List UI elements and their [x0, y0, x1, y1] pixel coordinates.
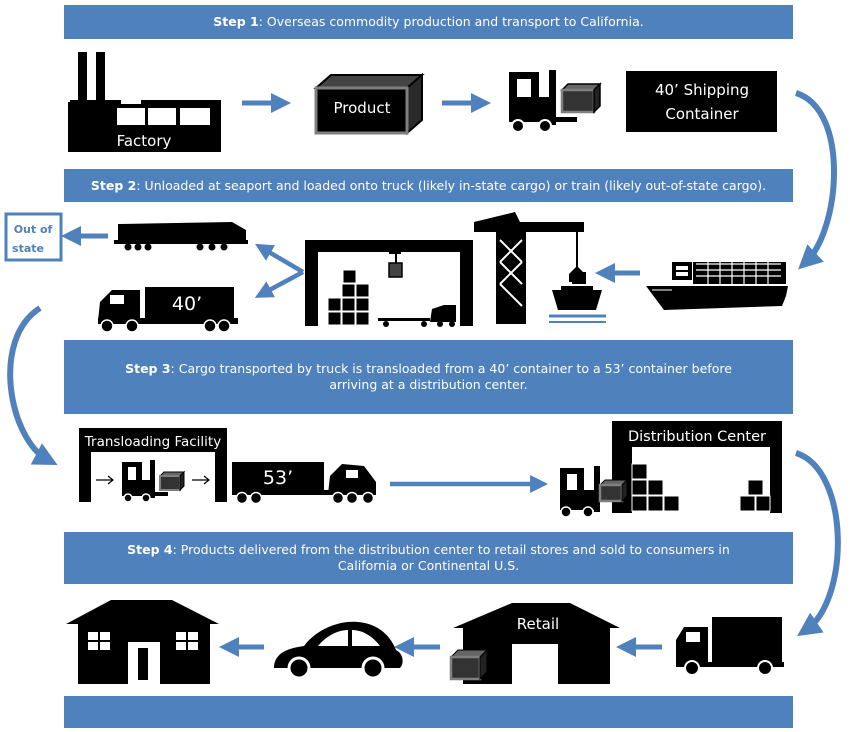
distribution-center-label: Distribution Center — [628, 429, 766, 445]
step-2-number: Step 2 — [90, 177, 137, 193]
step-1-banner: Step 1: Overseas commodity production an… — [64, 5, 793, 39]
step-2-banner: Step 2: Unloaded at seaport and loaded o… — [64, 169, 793, 202]
retail-store-icon — [453, 603, 620, 684]
factory-label: Factory — [117, 132, 172, 150]
delivery-truck-icon — [676, 617, 784, 676]
curve-arrow-container-to-ship — [794, 90, 837, 270]
shipping-container-label-line2: Container — [665, 105, 739, 123]
house-icon — [66, 600, 219, 684]
factory-icon — [68, 52, 221, 152]
truck-40-icon — [98, 287, 238, 333]
retail-label: Retail — [517, 615, 559, 633]
ship-crane-icon — [474, 212, 585, 324]
product-label: Product — [334, 99, 391, 117]
transload-flow-arrows — [96, 475, 210, 485]
step-3-banner: Step 3: Cargo transported by truck is tr… — [64, 340, 793, 414]
step-1-text: : Overseas commodity production and tran… — [258, 14, 644, 29]
truck-53-icon — [232, 462, 376, 505]
transloading-facility-icon — [79, 428, 227, 502]
container-53-label: 53’ — [263, 467, 293, 489]
step-3-number: Step 3 — [125, 361, 171, 376]
train-icon — [114, 222, 248, 251]
transload-forklift-icon — [122, 460, 186, 503]
transloading-label: Transloading Facility — [84, 434, 221, 450]
step-1-number: Step 1 — [213, 14, 259, 29]
container-40-label: 40’ — [172, 293, 202, 315]
footer-banner — [64, 696, 793, 728]
arrow-seaport-to-truck — [254, 270, 305, 298]
step-4-banner: Step 4: Products delivered from the dist… — [64, 532, 793, 584]
out-of-state-box — [4, 212, 63, 262]
curve-arrow-truck-to-transload — [7, 305, 58, 466]
step-3-text: : Cargo transported by truck is transloa… — [170, 361, 732, 392]
distribution-forklift-icon — [560, 466, 629, 518]
port-truck-icon — [378, 305, 456, 327]
step-2-text: : Unloaded at seaport and loaded onto tr… — [136, 177, 767, 193]
curve-arrow-distribution-to-truck — [794, 450, 841, 637]
container-ship-icon — [646, 262, 788, 310]
out-of-state-label-line1: Out of — [14, 223, 53, 236]
retail-crate-icon — [449, 648, 489, 681]
step-4-number: Step 4 — [127, 542, 173, 557]
arrow-seaport-to-train — [255, 243, 305, 274]
gantry-crane-icon — [305, 240, 473, 326]
cargo-stack-icon — [327, 269, 370, 326]
small-boat-icon — [549, 272, 606, 323]
car-icon — [274, 621, 403, 680]
step-4-text: : Products delivered from the distributi… — [172, 542, 730, 573]
product-crate-icon — [313, 72, 425, 136]
shipping-container-label-line1: 40’ Shipping — [655, 81, 749, 99]
distribution-cargo-stack-icon — [631, 463, 771, 512]
forklift-icon — [509, 70, 602, 133]
out-of-state-label-line2: state — [12, 242, 44, 255]
shipping-container-box — [626, 71, 777, 132]
